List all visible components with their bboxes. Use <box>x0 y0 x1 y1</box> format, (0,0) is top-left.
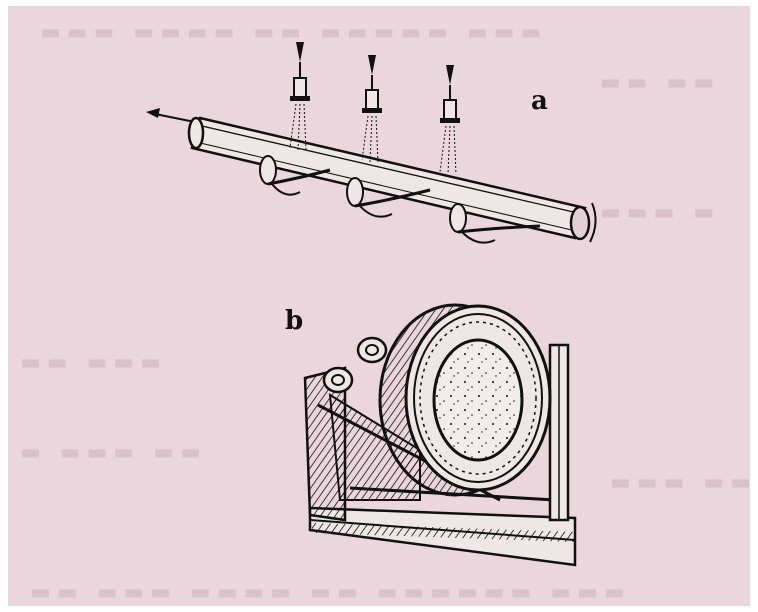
bleed-through-text: ▬▬ ▬▬ <box>600 70 721 95</box>
roller-3 <box>449 203 541 244</box>
direction-arrow <box>146 108 196 123</box>
figure-label-b: b <box>285 306 304 336</box>
figure-b-drum-machine <box>303 303 577 567</box>
spray-nozzle-2 <box>361 55 382 163</box>
figure-a-pipe-assembly <box>146 42 597 244</box>
bleed-through-text: ▬ ▬▬▬ ▬▬ <box>20 440 207 465</box>
figure-label-a: a <box>531 86 548 116</box>
spray-nozzle-1 <box>289 42 310 151</box>
bearing-roller-lower <box>322 366 354 394</box>
machine-base <box>308 506 577 567</box>
bleed-through-text: ▬▬ ▬▬▬ <box>20 350 167 375</box>
bleed-through-text: ▬▬▬ ▬▬▬▬ ▬▬ ▬▬▬▬▬ ▬▬▬ <box>40 20 548 45</box>
pipe <box>187 116 597 243</box>
roller-2 <box>346 177 431 218</box>
roller-1 <box>259 155 331 196</box>
bleed-through-text: ▬▬▬ ▬ <box>600 200 721 225</box>
spray-nozzle-3 <box>439 65 460 175</box>
bearing-roller-upper <box>356 336 388 364</box>
bleed-through-text: ▬▬ ▬▬▬ ▬▬▬▬ ▬▬ ▬▬▬▬▬▬ ▬▬▬ <box>30 580 631 605</box>
bleed-through-text: ▬▬▬ ▬▬ <box>610 470 757 495</box>
rotating-drum <box>378 303 552 497</box>
